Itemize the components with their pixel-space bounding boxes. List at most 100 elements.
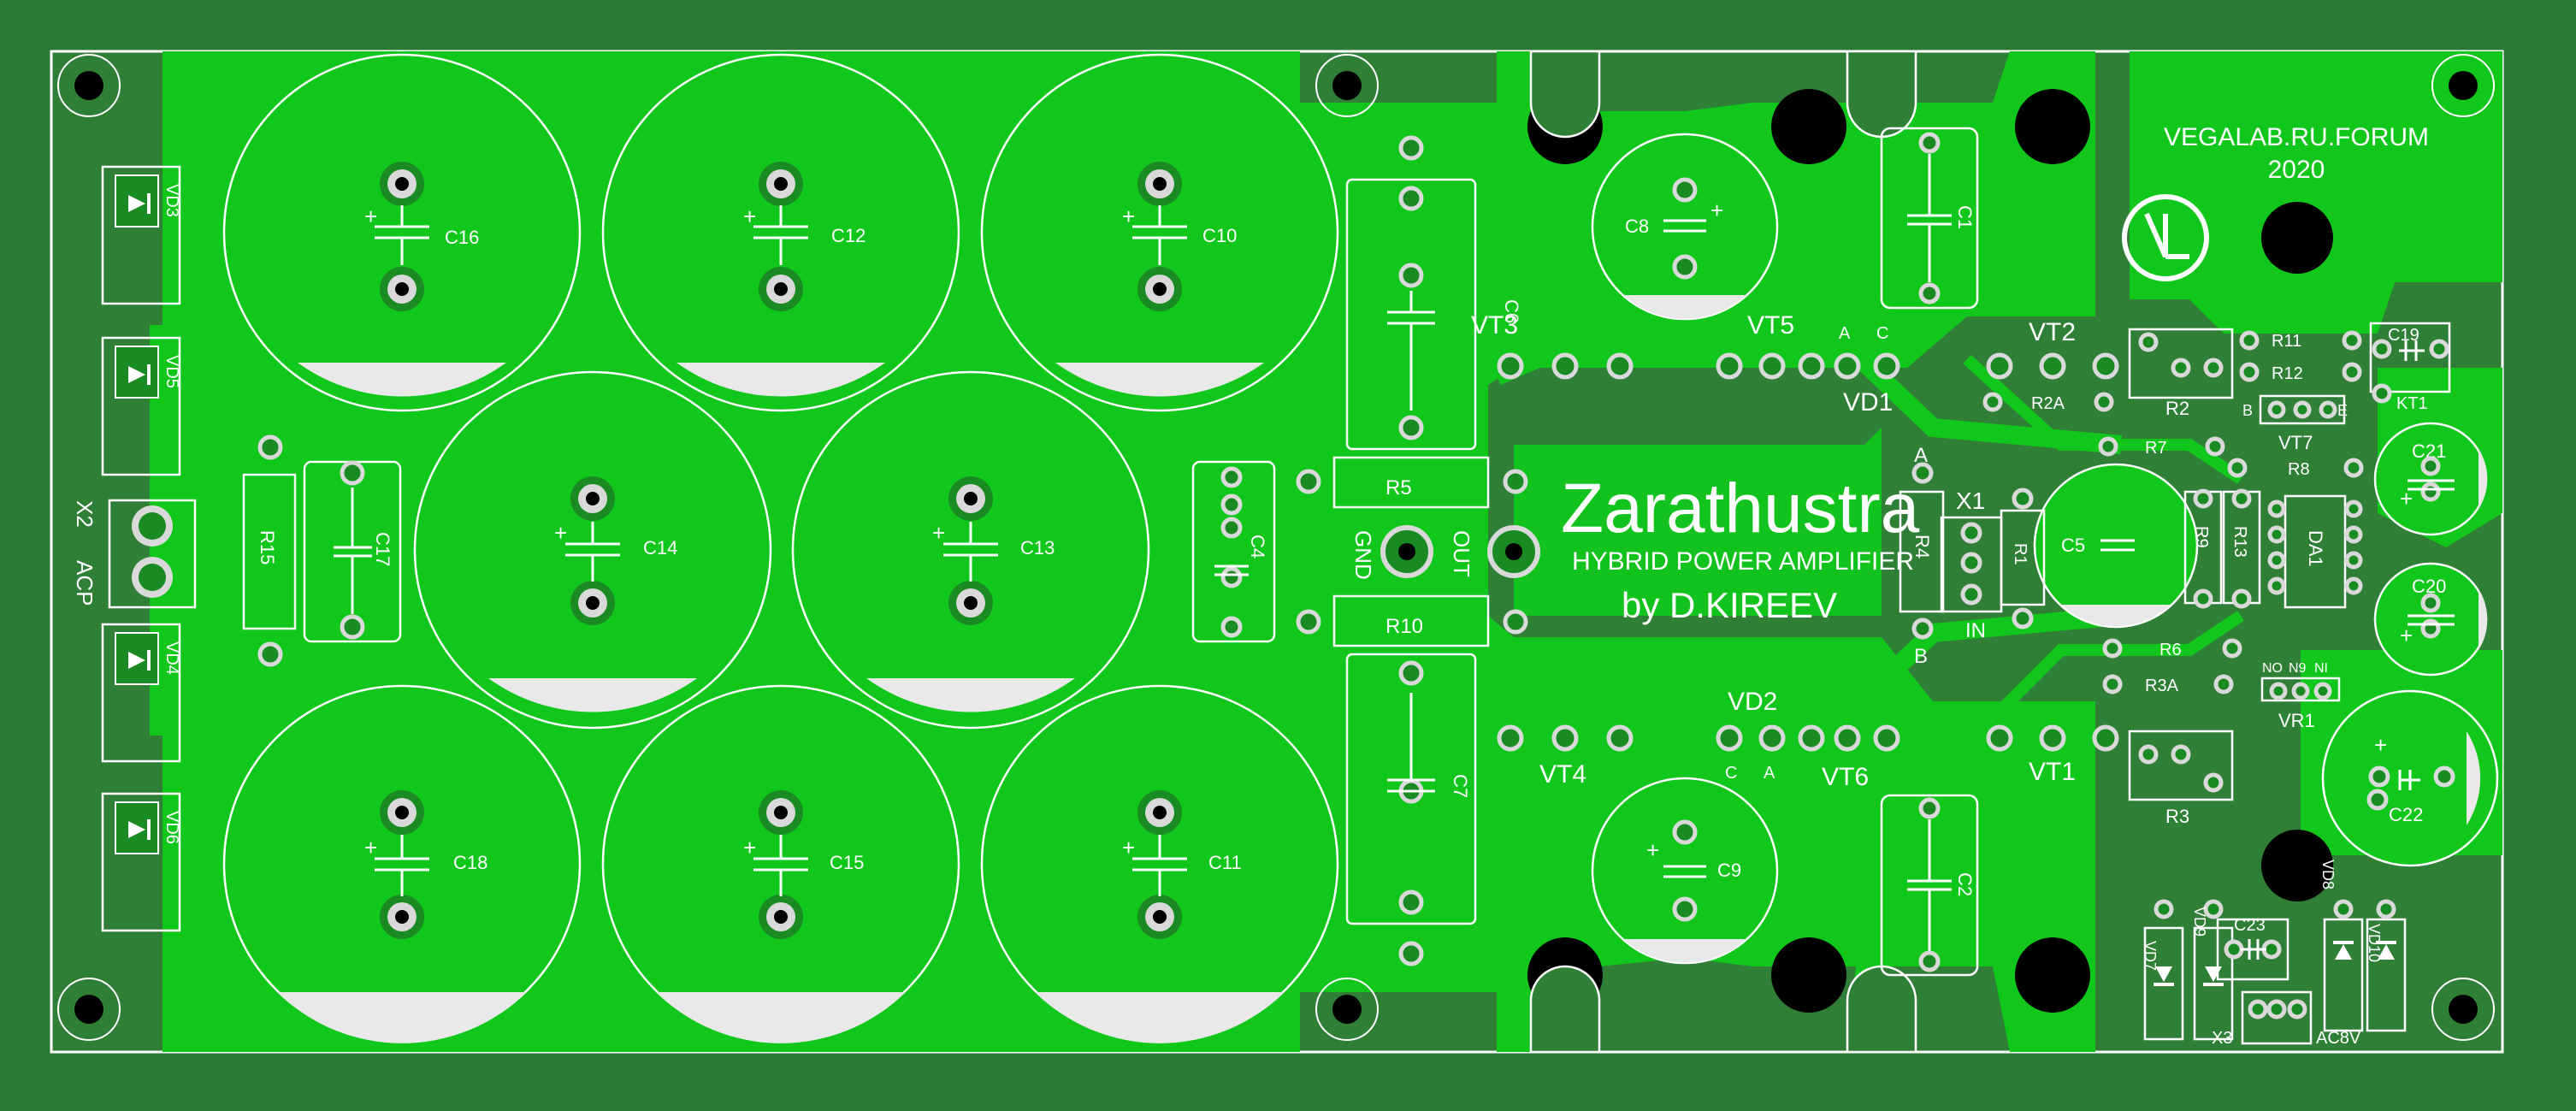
vt7-label: VT7 (2278, 432, 2313, 453)
c19-label: C19 (2388, 326, 2419, 345)
vr1-label: VR1 (2278, 710, 2315, 731)
vt2-label: VT2 (2029, 318, 2076, 346)
product-subtitle: HYBRID POWER AMPLIFIER (1572, 547, 1914, 576)
c16-label: C16 (445, 227, 479, 248)
pin-a: A (1914, 444, 1928, 467)
plus-c11: + (1122, 835, 1135, 860)
vd6-label: VD6 (162, 811, 181, 844)
forum-label: VEGALAB.RU.FORUM (2164, 123, 2429, 151)
c14-label: C14 (643, 537, 677, 558)
plus-c16: + (364, 204, 377, 229)
x1-label: X1 (1956, 488, 1985, 514)
in-label: IN (1965, 619, 1986, 642)
vd2-pin-a: A (1764, 764, 1775, 783)
c9-label: C9 (1717, 860, 1741, 881)
vt1-label: VT1 (2029, 758, 2076, 786)
c1-label: C1 (1954, 205, 1976, 229)
pin-b: B (1914, 645, 1928, 668)
vd10-label: VD10 (2366, 924, 2383, 962)
plus-c14: + (554, 520, 567, 546)
capacitor-c12: C12 (601, 53, 960, 412)
capacitor-c5: C5 (2033, 463, 2199, 629)
c12-label: C12 (831, 225, 866, 246)
acp-label: ACP (72, 560, 97, 606)
da1-label: DA1 (2305, 530, 2326, 567)
c10-label: C10 (1202, 225, 1237, 246)
small-pads (257, 132, 2455, 1019)
kt1-label: KT1 (2396, 394, 2428, 413)
vd7-label: VD7 (2142, 941, 2159, 971)
r13-label: R13 (2230, 526, 2249, 558)
c22-label: C22 (2389, 804, 2423, 825)
r8-label: R8 (2288, 460, 2310, 479)
capacitor-c13: C13 (791, 370, 1150, 730)
r9-label: R9 (2192, 526, 2211, 548)
c11-label: C11 (1208, 852, 1242, 873)
vd4-label: VD4 (162, 641, 181, 675)
r5-label: R5 (1385, 476, 1412, 499)
c4-label: C4 (1247, 535, 1268, 558)
author-label: by D.KIREEV (1622, 585, 1837, 625)
mounting-holes (57, 50, 2495, 1054)
capacitor-c9: C9 (1591, 777, 1779, 965)
plus-c15: + (743, 835, 756, 860)
plus-c22: + (2374, 732, 2387, 758)
plus-c18: + (364, 835, 377, 860)
vr1-pin-no: NO (2262, 661, 2283, 676)
r7-label: R7 (2145, 439, 2167, 458)
terminal-pads (115, 174, 1540, 854)
vl-logo-icon (2122, 194, 2209, 281)
capacitor-c11: C11 (980, 684, 1339, 1043)
r6-label: R6 (2159, 641, 2182, 659)
c23-label: C23 (2234, 916, 2266, 935)
vr1-pin-ni: NI (2314, 661, 2328, 676)
plus-c9: + (1646, 837, 1659, 863)
out-label: OUT (1449, 530, 1474, 577)
plus-c8: + (1710, 198, 1723, 223)
x3-label: X3 (2212, 1029, 2232, 1048)
vr1-pin-n9: N9 (2289, 661, 2307, 676)
capacitor-c10: C10 (980, 53, 1339, 412)
c2-label: C2 (1954, 872, 1976, 896)
c13-label: C13 (1020, 537, 1055, 558)
capacitor-c8: C8 (1591, 133, 1779, 321)
bulk-cap-pads (380, 162, 1182, 939)
c5-label: C5 (2061, 535, 2085, 556)
x2-label: X2 (72, 500, 97, 528)
diode-icons (128, 193, 2396, 986)
c7-label: C7 (1450, 774, 1471, 798)
capacitor-c21: C21 (2373, 422, 2488, 536)
plus-c12: + (743, 204, 756, 229)
c8-label: C8 (1625, 216, 1649, 237)
capacitor-c15: C15 (601, 684, 960, 1043)
vt7-pin-e: E (2337, 402, 2348, 419)
r4-label: R4 (1911, 535, 1933, 558)
r11-label: R11 (2272, 332, 2301, 351)
c17-label: C17 (372, 532, 393, 566)
plus-c13: + (932, 520, 945, 546)
vd8-label: VD8 (2319, 860, 2337, 889)
vd9-label: VD9 (2191, 907, 2208, 937)
vt7-pin-b: B (2242, 402, 2253, 419)
vd2-label: VD2 (1728, 688, 1777, 716)
r3a-label: R3A (2145, 677, 2179, 695)
gnd-label: GND (1350, 530, 1376, 580)
plus-c10: + (1122, 204, 1135, 229)
c6-label: C6 (1501, 299, 1522, 323)
r10-label: R10 (1385, 615, 1423, 638)
r2a-label: R2A (2031, 394, 2065, 413)
bulk-capacitors: C16 C12 C10 C14 C13 C18 (222, 53, 2499, 1043)
vt3-label: VT3 (1471, 311, 1518, 340)
cap-symbols (334, 154, 2455, 960)
plus-c20: + (2400, 623, 2413, 648)
r2-label: R2 (2165, 398, 2189, 419)
vt4-label: VT4 (1539, 760, 1586, 789)
vd1-label: VD1 (1843, 388, 1893, 417)
vd5-label: VD5 (162, 355, 181, 388)
product-title: Zarathustra (1561, 470, 1920, 547)
c18-label: C18 (453, 852, 487, 873)
c15-label: C15 (830, 852, 864, 873)
plus-c21: + (2400, 486, 2413, 511)
vd3-label: VD3 (162, 184, 181, 217)
